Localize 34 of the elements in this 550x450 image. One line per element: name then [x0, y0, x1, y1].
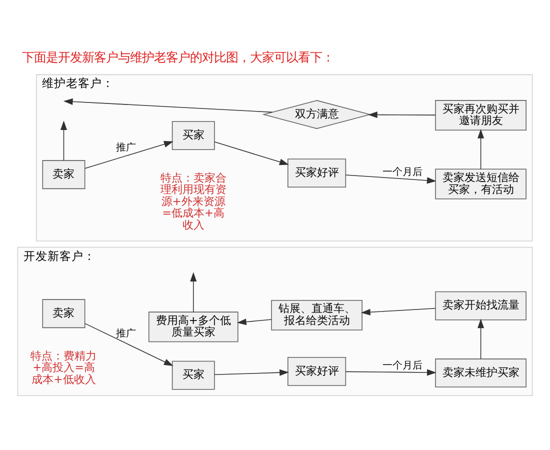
node-box: 买家好评: [288, 356, 346, 386]
edge-label: 推广: [116, 142, 136, 154]
diagram-title: 下面是开发新客户与维护老客户的对比图，大家可以看下：: [22, 49, 334, 64]
arrow: [190, 272, 197, 312]
arrow: [84, 323, 174, 366]
arrow: [60, 120, 68, 161]
node-box: 买家好评: [288, 158, 346, 188]
arrow: [360, 308, 436, 316]
node-box: 卖家未维护买家: [435, 358, 526, 388]
label: 特点：费精力+高投入=高成本+低收入: [30, 349, 97, 386]
node-box: 买家: [172, 360, 215, 390]
node-box: 卖家发送短信给买家，有活动: [435, 168, 526, 200]
edge-label: 推广: [116, 328, 136, 340]
node-box: 买家: [172, 121, 215, 150]
node-box: 卖家: [42, 160, 86, 190]
node-box: 买家再次购买并邀请朋友: [435, 100, 526, 130]
arrow: [236, 318, 272, 326]
node-box: 卖家开始找流量: [435, 291, 526, 320]
node-box: 钻展、直通车、报名给类活动: [271, 300, 362, 330]
arrow: [368, 112, 436, 118]
arrow: [478, 129, 484, 170]
arrow: [214, 141, 289, 166]
edge-label: 一个月后: [382, 360, 423, 372]
node-box: 费用高+多个低质量买家: [148, 312, 238, 342]
arrow: [63, 98, 273, 113]
arrow: [345, 369, 436, 376]
node-box: 卖家: [42, 299, 86, 328]
node-diamond: 双方满意: [262, 100, 372, 129]
arrow: [478, 318, 484, 360]
arrow: [84, 141, 174, 169]
arrow: [345, 174, 436, 184]
arrow: [214, 369, 289, 376]
edge-label: 一个月后: [382, 166, 423, 178]
label: 特点：卖家合理利用现有资源+外来资源=低成本+高收入: [160, 171, 226, 232]
